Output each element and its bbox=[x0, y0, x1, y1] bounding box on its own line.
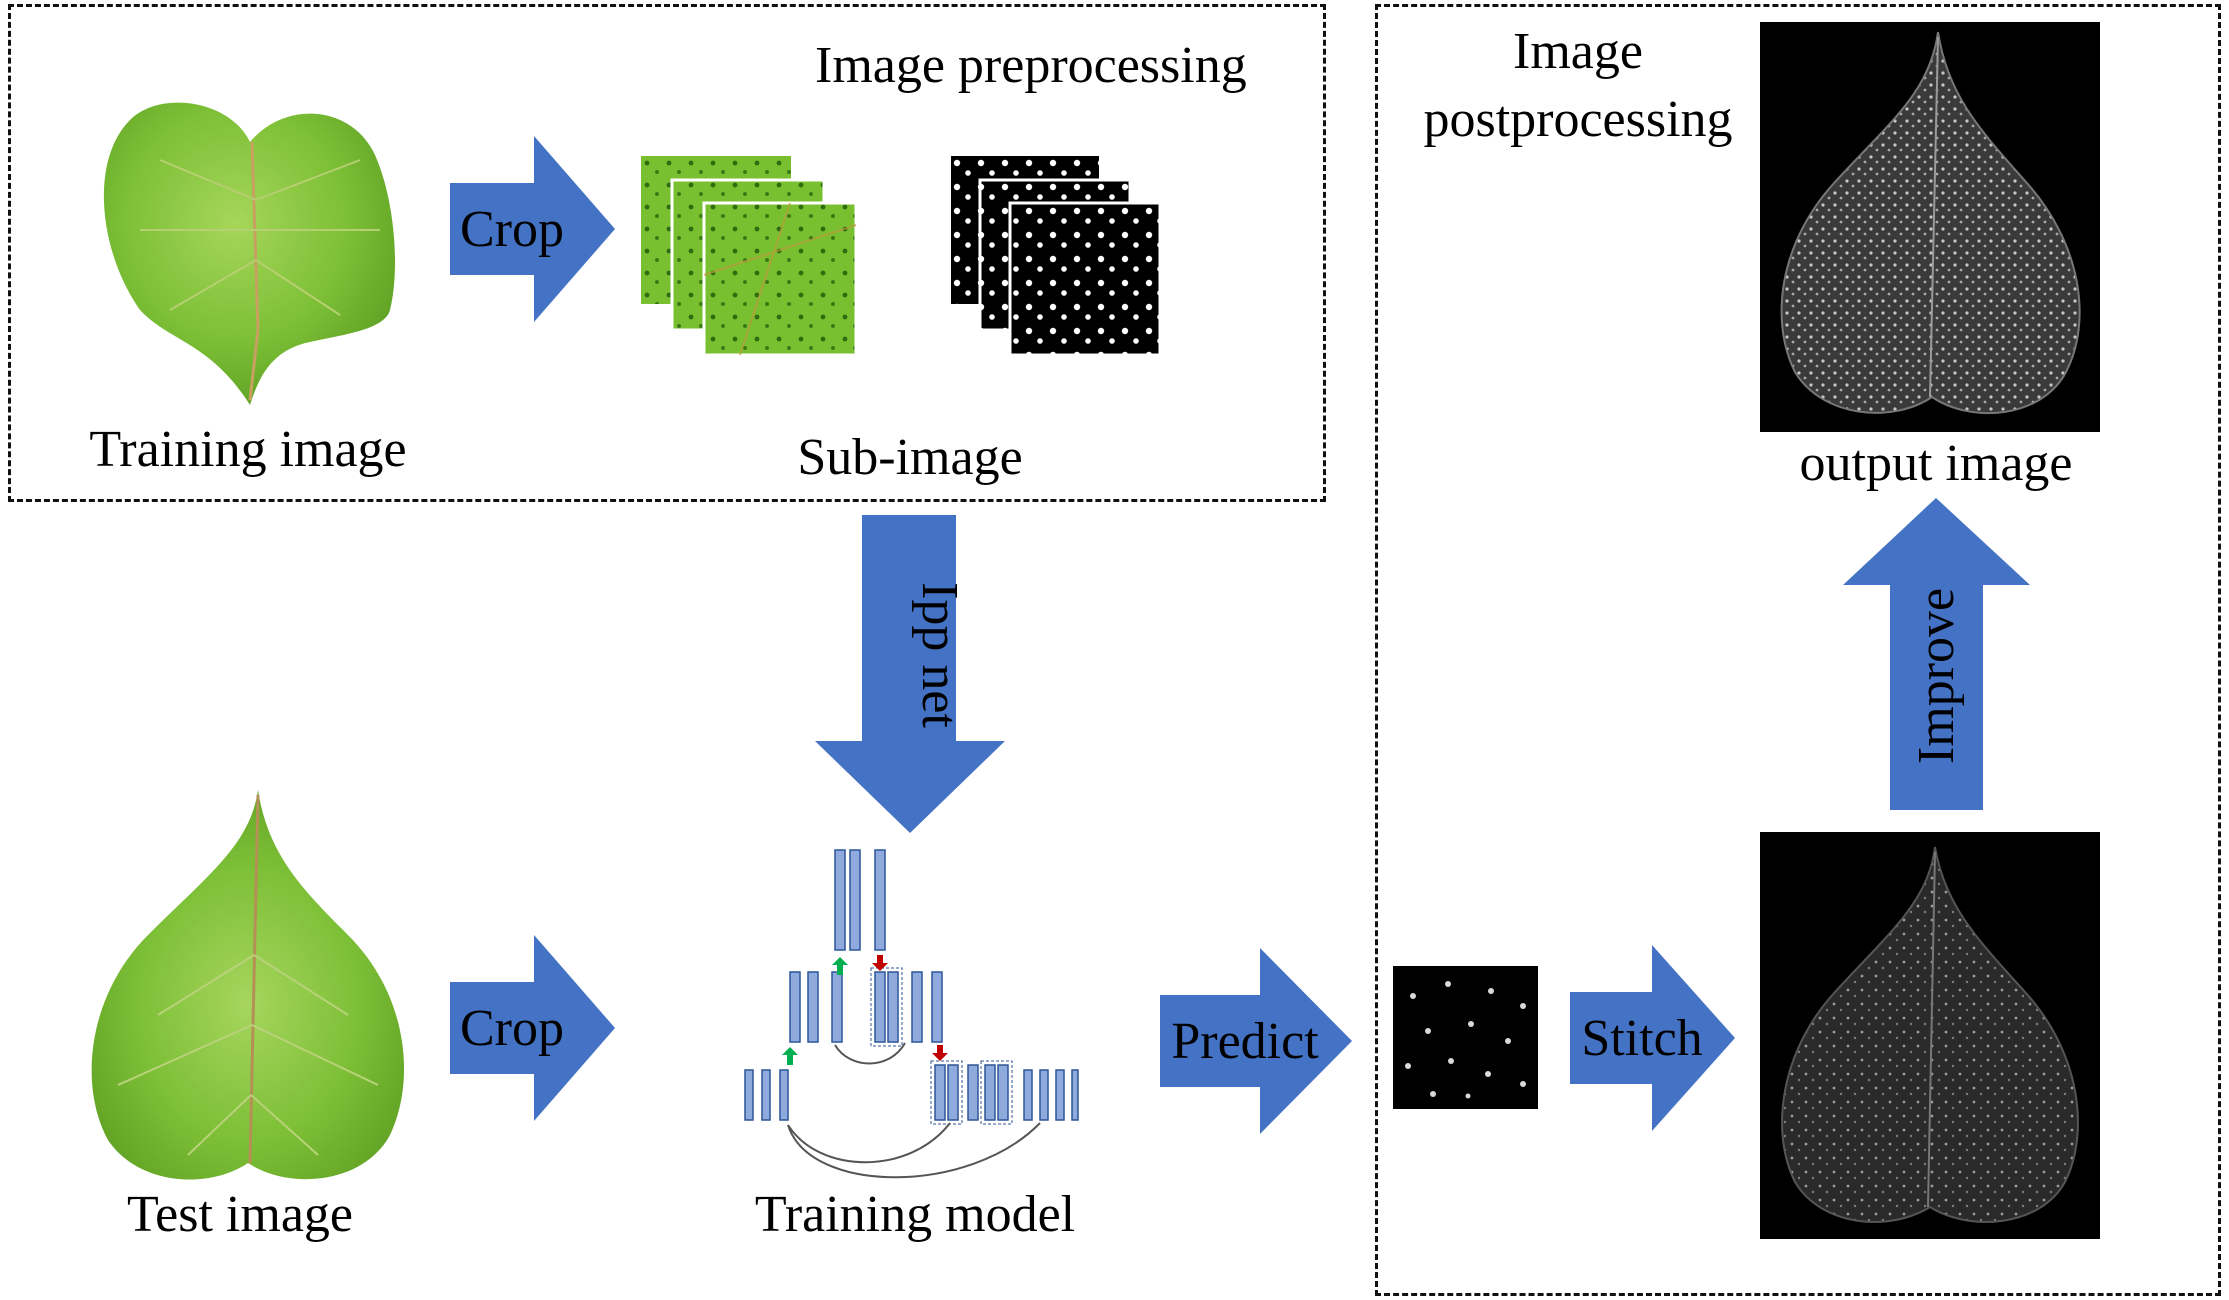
network-diagram bbox=[744, 849, 1079, 1179]
crop-arrow-top: Crop bbox=[450, 136, 615, 322]
test-image-label: Test image bbox=[127, 1186, 353, 1243]
test-leaf-image bbox=[91, 790, 405, 1180]
mask-subimage-stack bbox=[949, 154, 1162, 357]
crop-arrow-bottom: Crop bbox=[450, 935, 615, 1121]
predict-arrow: Predict bbox=[1160, 948, 1352, 1134]
output-leaf-image bbox=[1760, 22, 2100, 432]
stitch-arrow: Stitch bbox=[1570, 945, 1735, 1131]
sub-image-label: Sub-image bbox=[797, 429, 1023, 486]
net-block bbox=[834, 849, 846, 951]
crop-bottom-text: Crop bbox=[460, 1000, 564, 1057]
improve-arrow: Improve bbox=[1843, 498, 2030, 810]
ipp-net-arrow: Ipp net bbox=[815, 515, 1005, 833]
net-block bbox=[849, 849, 861, 951]
net-block bbox=[874, 849, 886, 951]
stitch-text: Stitch bbox=[1581, 1010, 1702, 1067]
postprocessing-section bbox=[1375, 4, 2221, 1296]
output-image-label: output image bbox=[1799, 435, 2073, 492]
ipp-net-text: Ipp net bbox=[911, 582, 968, 728]
preprocessing-title: Image preprocessing bbox=[815, 37, 1247, 94]
training-leaf-image bbox=[103, 102, 396, 406]
postprocessing-title-line2: postprocessing bbox=[1423, 91, 1733, 148]
stitched-leaf-image bbox=[1760, 832, 2100, 1239]
improve-text: Improve bbox=[1908, 588, 1965, 764]
green-subimage-stack bbox=[639, 154, 858, 357]
predicted-patch bbox=[1393, 966, 1538, 1109]
preprocessing-section bbox=[8, 4, 1326, 502]
training-image-label: Training image bbox=[89, 421, 407, 478]
postprocessing-title-line1: Image bbox=[1513, 23, 1643, 80]
crop-top-text: Crop bbox=[460, 201, 564, 258]
training-model-label: Training model bbox=[754, 1186, 1076, 1243]
predict-text: Predict bbox=[1171, 1013, 1319, 1070]
